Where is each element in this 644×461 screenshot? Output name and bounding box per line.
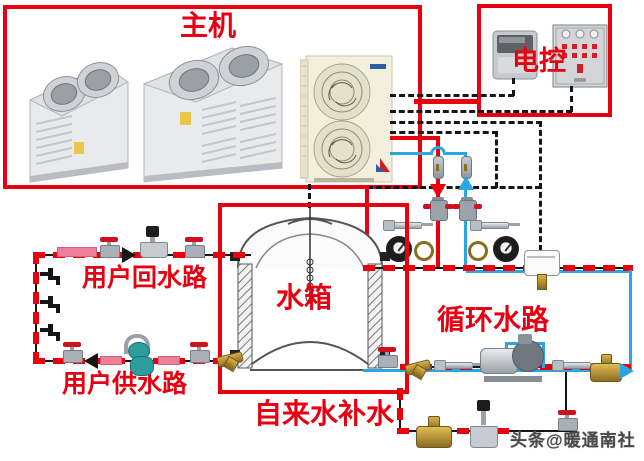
siphon-ring-2 — [468, 241, 488, 261]
control-line-4 — [390, 131, 498, 134]
cold-return-pipe-h2 — [446, 152, 466, 155]
control-line-3 — [390, 121, 542, 124]
booster-pump — [120, 334, 156, 378]
float-flow-switch — [524, 250, 560, 292]
supply-pink-segment-2 — [158, 356, 180, 365]
user-return-label: 用户回水路 — [82, 264, 208, 292]
control-line-2 — [390, 110, 572, 113]
flanged-valve-red-side — [423, 197, 453, 221]
siphon-ring-1 — [414, 241, 434, 261]
faucet-3 — [40, 324, 62, 344]
main-unit-label: 主机 — [180, 10, 237, 41]
return-solenoid-valve — [138, 226, 168, 258]
makeup-solenoid-valve — [468, 400, 500, 448]
return-valve-2 — [183, 237, 205, 258]
control-cabinet-image — [552, 24, 608, 88]
water-tank-image — [230, 208, 390, 371]
supply-y-strainer — [215, 348, 244, 373]
return-valve-1 — [98, 237, 120, 258]
user-riser-pipe — [33, 252, 39, 364]
main-unit-box — [3, 5, 422, 189]
flanged-valve-blue-side — [452, 197, 482, 221]
radiator-segment — [57, 247, 97, 257]
up-arrow-blue-icon — [458, 176, 474, 190]
electric-control-box — [477, 4, 612, 117]
red-riser-pipe — [365, 185, 369, 269]
faucet-1 — [40, 268, 62, 288]
circulation-pump — [478, 334, 548, 382]
heat-pump-unit-1-image — [28, 62, 129, 183]
makeup-globe-valve — [556, 410, 578, 431]
supply-pink-segment-1 — [100, 356, 122, 365]
pipe-crossover-bridge — [430, 146, 446, 155]
watermark: 头条@暖通南社 — [510, 431, 636, 450]
pressure-gauge-2 — [493, 236, 519, 262]
circulation-label: 循环水路 — [437, 304, 550, 335]
makeup-tee-riser — [565, 372, 567, 418]
tap-water-makeup-label: 自来水补水 — [254, 398, 395, 429]
circulation-top-pipe — [363, 265, 633, 271]
control-line-cabinet-drop — [570, 86, 573, 112]
supply-valve-1 — [61, 342, 83, 363]
flow-arrow-right-icon — [122, 247, 136, 263]
control-line-1 — [390, 94, 514, 97]
water-tank-box — [218, 203, 409, 394]
box-connector-line — [414, 99, 480, 104]
user-supply-label: 用户供水路 — [62, 370, 188, 398]
makeup-pipe-right — [515, 430, 577, 432]
makeup-drop-pipe — [397, 388, 403, 432]
flow-arrow-left-icon — [84, 353, 98, 369]
hot-supply-pipe-h — [390, 136, 440, 140]
supply-valve-2 — [188, 342, 210, 363]
circulation-right-riser — [629, 270, 632, 372]
down-arrow-red-icon — [430, 184, 446, 198]
heat-pump-unit-3-image — [300, 55, 393, 183]
tank-outlet-valve — [376, 347, 398, 368]
circulation-y-strainer — [403, 356, 432, 381]
tank-sensor-line — [308, 184, 311, 208]
makeup-check-valve — [416, 416, 452, 448]
user-supply-pipe — [33, 358, 219, 364]
cold-return-pipe-h1 — [390, 152, 430, 155]
makeup-pipe-left — [397, 428, 517, 434]
water-tank-label: 水箱 — [276, 282, 333, 313]
flow-arrow-cyan-icon — [620, 363, 634, 379]
circulation-check-valve — [590, 354, 622, 382]
control-line-4-drop — [495, 131, 498, 188]
control-line-5 — [367, 186, 541, 189]
faucet-2 — [40, 296, 62, 316]
heat-pump-unit-2-image — [142, 45, 284, 183]
control-line-controller-drop — [512, 78, 515, 96]
wired-controller-image — [492, 30, 538, 80]
inline-sensor-red — [433, 156, 444, 179]
electric-control-label: 电控 — [512, 46, 566, 76]
